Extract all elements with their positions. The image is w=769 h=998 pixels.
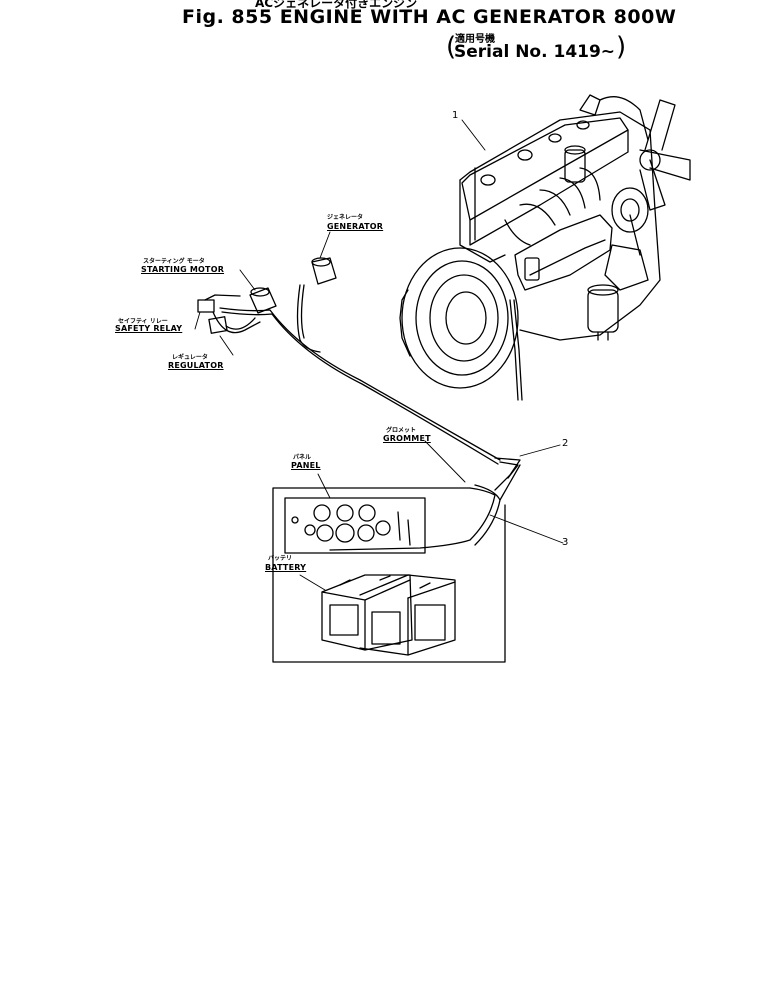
panel-kana: パネル [293,454,312,461]
battery-illustration [321,574,456,656]
oil-filter [587,289,619,333]
generator-label: GENERATOR [327,222,384,231]
engine-illustration [399,94,691,401]
title-kana: ACジェネレータ付きエンジン [255,0,418,10]
leader-lines [194,119,564,591]
regulator-label: REGULATOR [168,361,224,370]
serial-paren-open: ( [446,32,457,62]
instrument-panel [284,497,426,554]
safety-relay-illustration [197,299,215,313]
callout-1: 1 [452,110,459,121]
callout-3: 3 [562,537,569,548]
callout-2: 2 [562,438,569,449]
starting-motor-illustration [249,287,277,314]
regulator-illustration [208,316,228,334]
serial-paren-close: ) [616,32,627,62]
safety-relay-kana: セイフティ リレー [118,318,168,325]
starting-motor-kana: スターティング モータ [143,258,205,265]
serial-kana: 適用号機 [455,34,495,45]
battery-label: BATTERY [265,563,307,572]
starting-motor-label: STARTING MOTOR [141,265,225,274]
flywheel-housing [401,247,519,389]
panel-label: PANEL [291,461,321,470]
figure-title: Fig. 855 ENGINE WITH AC GENERATOR 800W [182,6,677,28]
generator-illustration [311,257,337,285]
grommet-label: GROMMET [383,434,431,443]
battery-kana: バッテリ [268,555,293,562]
cooling-fan [639,149,691,181]
regulator-kana: レギュレータ [172,354,208,361]
grommet-kana: グロメット [386,427,417,434]
serial-text: Serial No. 1419~ [454,42,616,62]
panel-enclosure [272,487,506,663]
wire-harness [204,284,521,551]
generator-kana: ジェネレータ [327,214,364,221]
safety-relay-label: SAFETY RELAY [115,324,183,333]
